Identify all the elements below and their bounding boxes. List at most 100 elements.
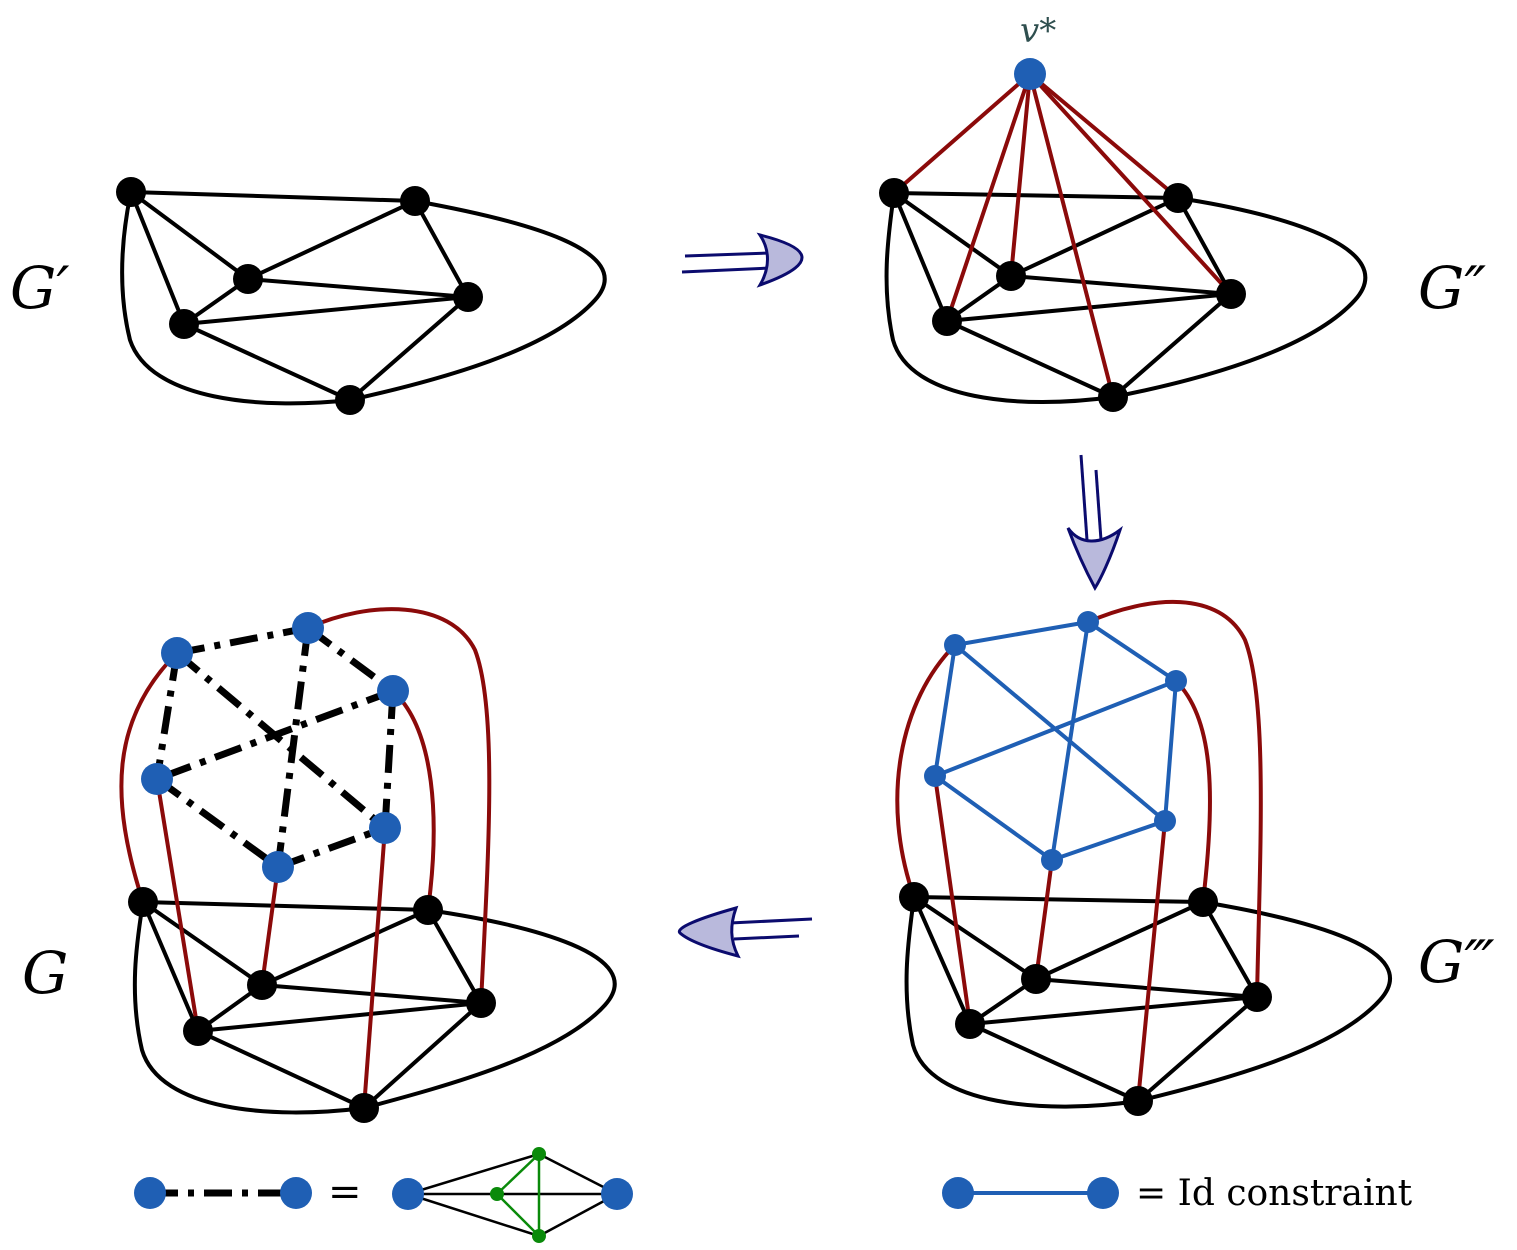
edge bbox=[260, 908, 430, 987]
edge-outer-curve bbox=[884, 191, 1368, 405]
red-edge bbox=[1009, 72, 1032, 278]
label-v-star: v* bbox=[1020, 11, 1056, 51]
edge bbox=[246, 277, 470, 299]
gadget-edge bbox=[174, 650, 388, 831]
red-edge bbox=[260, 865, 280, 987]
id-edge bbox=[933, 679, 1178, 778]
edge bbox=[1136, 995, 1259, 1103]
edge bbox=[912, 895, 1205, 904]
id-edge bbox=[1050, 819, 1167, 862]
edge bbox=[196, 1029, 366, 1110]
node bbox=[466, 988, 496, 1018]
red-edge bbox=[1034, 858, 1054, 981]
id-edge bbox=[1163, 679, 1178, 823]
blue-node bbox=[262, 851, 294, 883]
red-edge bbox=[155, 777, 200, 1033]
red-edge bbox=[1086, 600, 1263, 999]
legend-green-node bbox=[490, 1187, 504, 1201]
gadget-edge bbox=[274, 627, 312, 868]
node bbox=[879, 178, 909, 208]
id-edge bbox=[933, 774, 1054, 862]
legend-green-edge bbox=[496, 1193, 540, 1237]
panel-g-dashed bbox=[153, 624, 397, 871]
panel-g-black bbox=[132, 900, 617, 1115]
gadget-edge bbox=[153, 652, 181, 780]
legend-green-edge bbox=[496, 1153, 540, 1195]
red-edge bbox=[119, 651, 179, 904]
edge bbox=[1201, 900, 1259, 999]
edge bbox=[1009, 274, 1233, 296]
down-arrow-icon bbox=[1066, 454, 1123, 591]
legend-equals: = bbox=[328, 1169, 362, 1215]
edge bbox=[348, 295, 470, 402]
blue-node bbox=[1165, 670, 1187, 692]
edge bbox=[413, 199, 470, 299]
node bbox=[1098, 382, 1128, 412]
legend-blue-node bbox=[134, 1177, 166, 1209]
edge bbox=[196, 1001, 483, 1033]
blue-node bbox=[1041, 849, 1063, 871]
red-edge bbox=[1028, 72, 1115, 399]
edge bbox=[1111, 292, 1233, 399]
legend-gadget-edge bbox=[407, 1152, 540, 1196]
edge bbox=[1176, 196, 1233, 296]
id-edge bbox=[933, 643, 957, 778]
blue-node bbox=[369, 812, 401, 844]
gadget-edge bbox=[155, 687, 395, 783]
edge bbox=[1034, 977, 1259, 999]
panel-g-triple-black bbox=[904, 895, 1392, 1109]
node bbox=[349, 1093, 379, 1123]
panel-g-triple-blue bbox=[933, 620, 1178, 862]
node bbox=[932, 306, 962, 336]
red-edge bbox=[362, 826, 387, 1110]
legend-blue-node bbox=[601, 1178, 633, 1210]
edge bbox=[141, 900, 430, 912]
red-edge bbox=[945, 72, 1032, 323]
node bbox=[1188, 887, 1218, 917]
blue-node bbox=[292, 612, 324, 644]
legend-blue-node bbox=[392, 1178, 424, 1210]
node bbox=[1163, 183, 1193, 213]
edge bbox=[912, 895, 1038, 981]
gadget-edge bbox=[276, 824, 387, 871]
red-edge bbox=[306, 607, 492, 1005]
legend-id-constraint: = Id constraint bbox=[942, 1173, 1413, 1214]
edge bbox=[912, 895, 972, 1026]
id-edge bbox=[953, 643, 1167, 823]
legend-green-node bbox=[532, 1229, 546, 1243]
edge bbox=[182, 295, 470, 326]
node bbox=[335, 385, 365, 415]
edge-outer-curve bbox=[120, 190, 607, 406]
node bbox=[400, 186, 430, 216]
edge bbox=[1009, 196, 1180, 278]
node bbox=[233, 264, 263, 294]
label-g: G bbox=[22, 939, 68, 1007]
edge-outer-curve bbox=[904, 895, 1392, 1109]
red-edge bbox=[391, 689, 436, 912]
node bbox=[1216, 279, 1246, 309]
red-edge bbox=[1136, 819, 1167, 1103]
panel-g-triple-nodes bbox=[899, 882, 1272, 1116]
blue-node bbox=[1154, 810, 1176, 832]
edge bbox=[141, 900, 264, 987]
node bbox=[116, 177, 146, 207]
node bbox=[128, 887, 158, 917]
node bbox=[169, 309, 199, 339]
legend-blue-node bbox=[1087, 1177, 1119, 1209]
legend-blue-node bbox=[942, 1177, 974, 1209]
gadget-edge bbox=[305, 625, 396, 694]
panel-g-double-red-edges bbox=[892, 72, 1233, 399]
blue-node bbox=[377, 675, 409, 707]
panel-g-nodes bbox=[128, 887, 496, 1123]
panel-g-prime bbox=[120, 190, 607, 406]
panel-g-triple-blue-nodes bbox=[924, 611, 1187, 871]
edge bbox=[182, 322, 352, 402]
blue-node bbox=[944, 634, 966, 656]
id-edge bbox=[1086, 620, 1178, 683]
edge bbox=[129, 190, 250, 281]
panel-g-prime-nodes bbox=[116, 177, 483, 415]
gadget-edge bbox=[154, 776, 281, 870]
panel-g-double bbox=[884, 191, 1368, 405]
legend-green-node bbox=[532, 1147, 546, 1161]
